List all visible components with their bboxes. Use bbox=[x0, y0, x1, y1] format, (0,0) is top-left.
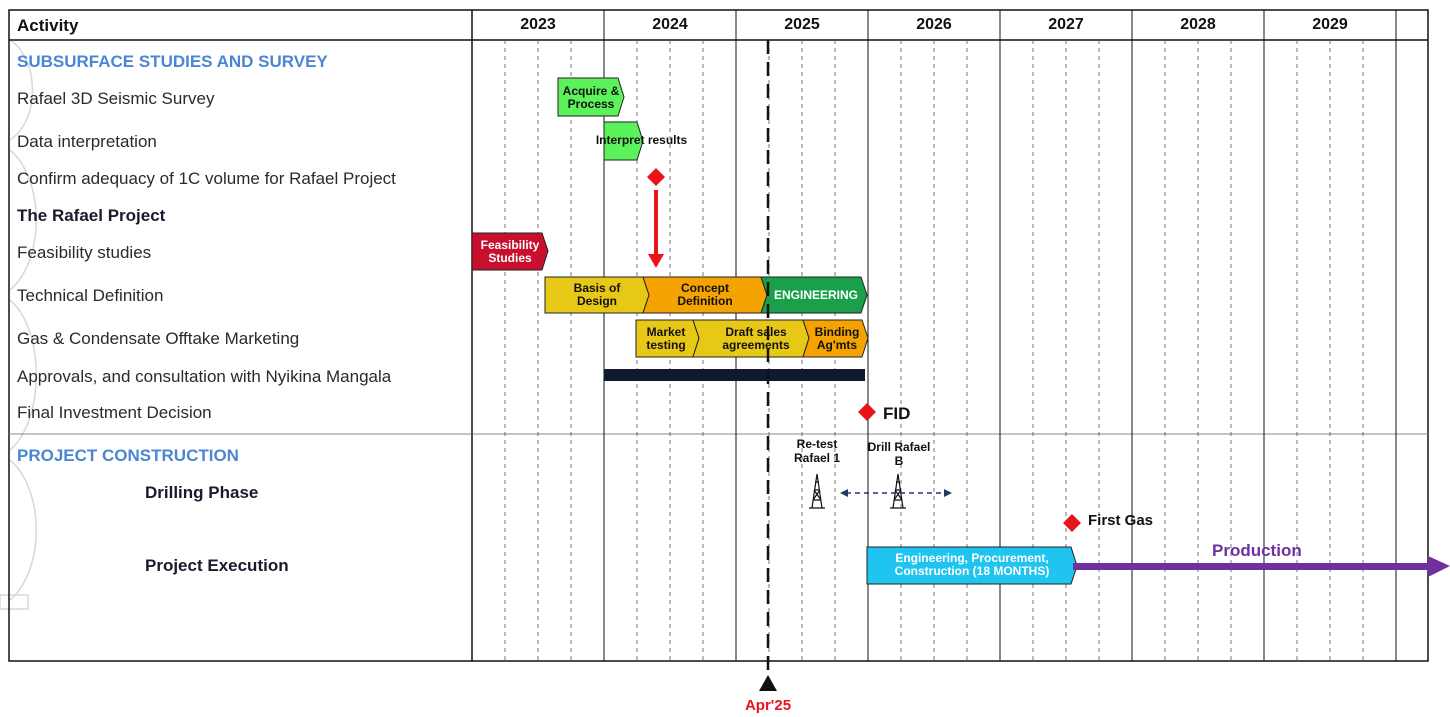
row-label-offtake: Gas & Condensate Offtake Marketing bbox=[17, 329, 300, 348]
year-2023: 2023 bbox=[520, 16, 556, 33]
fid-annotation: FID bbox=[883, 404, 911, 423]
feasibility-label: Feasibility Studies bbox=[480, 238, 540, 265]
row-label-execution: Project Execution bbox=[145, 556, 289, 575]
row-label-feasibility: Feasibility studies bbox=[17, 243, 152, 262]
row-label-construction: PROJECT CONSTRUCTION bbox=[17, 446, 239, 465]
row-label-approvals: Approvals, and consultation with Nyikina… bbox=[17, 367, 392, 386]
background-watermark bbox=[0, 39, 37, 610]
today-marker bbox=[759, 675, 777, 691]
interpret-results-bar[interactable] bbox=[603, 121, 644, 161]
year-2029: 2029 bbox=[1312, 16, 1348, 33]
acquire-process-bar[interactable] bbox=[557, 77, 625, 117]
approvals-bar[interactable] bbox=[604, 369, 865, 381]
row-label-fid: Final Investment Decision bbox=[17, 403, 212, 422]
year-2028: 2028 bbox=[1180, 16, 1216, 33]
drilling-range-arrow bbox=[840, 489, 952, 497]
drilling-rig-icon bbox=[809, 473, 825, 509]
row-label-confirm-1c: Confirm adequacy of 1C volume for Rafael… bbox=[17, 169, 396, 188]
row-label-rafael-project: The Rafael Project bbox=[17, 206, 166, 225]
first-gas-annotation: First Gas bbox=[1088, 512, 1154, 529]
today-annotation: Apr'25 bbox=[744, 697, 792, 714]
production-arrow-shaft bbox=[1073, 563, 1435, 570]
confirm-arrow-head bbox=[648, 254, 664, 268]
production-arrow-head bbox=[1428, 556, 1450, 577]
acquire-process-label: Acquire & Process bbox=[562, 84, 620, 111]
drill-annotation: Drill Rafael B bbox=[867, 440, 931, 468]
feasibility-studies-bar[interactable] bbox=[471, 232, 549, 271]
confirm-1c-milestone-diamond[interactable] bbox=[647, 168, 665, 186]
epc-bar[interactable] bbox=[866, 546, 1078, 585]
production-annotation: Production bbox=[1212, 541, 1302, 560]
retest-annotation: Re-test Rafael 1 bbox=[793, 437, 841, 465]
first-gas-milestone-diamond[interactable] bbox=[1063, 514, 1081, 532]
interpret-results-label: Interpret results bbox=[595, 133, 688, 147]
year-2026: 2026 bbox=[916, 16, 952, 33]
year-2027: 2027 bbox=[1048, 16, 1084, 33]
market-testing-label: Market testing bbox=[646, 325, 686, 352]
activity-header: Activity bbox=[17, 16, 79, 35]
concept-definition-label: Concept Definition bbox=[677, 281, 733, 308]
year-2024: 2024 bbox=[652, 16, 688, 33]
binding-label: Binding Ag'mts bbox=[814, 325, 860, 352]
row-label-seismic: Rafael 3D Seismic Survey bbox=[17, 89, 215, 108]
binding-agreements-bar[interactable] bbox=[802, 319, 869, 358]
chart-frame bbox=[8, 9, 1429, 662]
fid-milestone-diamond[interactable] bbox=[858, 403, 876, 421]
row-label-interpretation: Data interpretation bbox=[17, 132, 157, 151]
engineering-label: ENGINEERING bbox=[773, 288, 858, 302]
basis-of-design-label: Basis of Design bbox=[573, 281, 621, 308]
year-2025: 2025 bbox=[784, 16, 820, 33]
drilling-rig-icon bbox=[890, 473, 906, 509]
row-label-technical: Technical Definition bbox=[17, 286, 164, 305]
epc-label: Engineering, Procurement, Construction (… bbox=[894, 551, 1050, 578]
draft-sales-label: Draft sales agreements bbox=[722, 325, 790, 352]
row-label-drilling: Drilling Phase bbox=[145, 483, 259, 502]
row-label-subsurface: SUBSURFACE STUDIES AND SURVEY bbox=[17, 52, 328, 71]
